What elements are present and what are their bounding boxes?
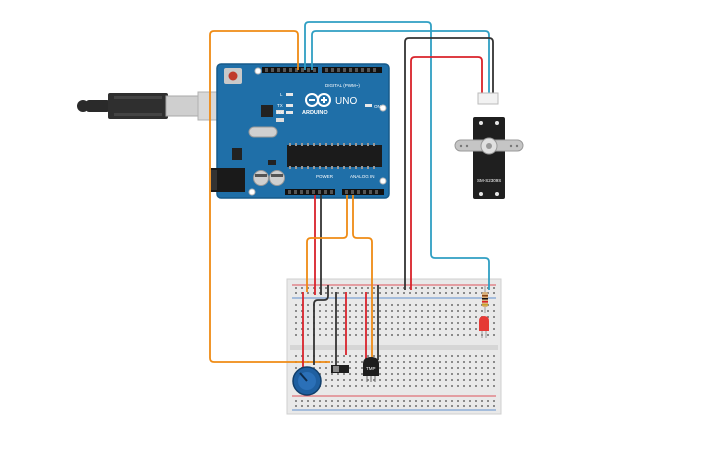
servo-motor: SM-S2309S: [454, 92, 524, 199]
slide-switch: [331, 365, 349, 373]
breadboard-holes: [295, 287, 495, 407]
power-label: POWER: [316, 174, 334, 179]
brand-label: ARDUINO: [302, 110, 328, 116]
led-label-rx: RX: [277, 110, 283, 115]
wire-orange-pot: [209, 30, 330, 363]
usb-cable: [77, 91, 221, 121]
analog-label: ANALOG IN: [350, 174, 375, 179]
servo-label: SM-S2309S: [477, 178, 501, 183]
red-led: [479, 316, 489, 338]
arduino-uno-board: L TX RX ON UNO ARDUINO DIGITAL (PWM~): [211, 63, 390, 199]
wire-orange-a1: [352, 195, 373, 360]
led-label-tx: TX: [277, 103, 283, 108]
on-label: ON: [374, 104, 381, 109]
wire-blue-servo: [311, 30, 490, 95]
breadboard: [286, 278, 502, 415]
model-label: UNO: [335, 96, 357, 107]
wires: [209, 21, 494, 368]
wire-red-servo: [410, 56, 483, 290]
resistor: [482, 286, 488, 313]
sensor-label: TMP: [366, 366, 376, 371]
wire-blue-led: [304, 21, 490, 290]
temperature-sensor: TMP: [363, 357, 379, 382]
arduino-logo-icon: [305, 93, 331, 107]
digital-header-label: DIGITAL (PWM~): [325, 83, 360, 88]
led-label-l: L: [280, 92, 283, 97]
wire-orange-a0: [306, 195, 348, 292]
potentiometer: [292, 366, 322, 396]
wire-black-servo: [404, 37, 494, 290]
wire-black-bb-1: [313, 285, 329, 365]
